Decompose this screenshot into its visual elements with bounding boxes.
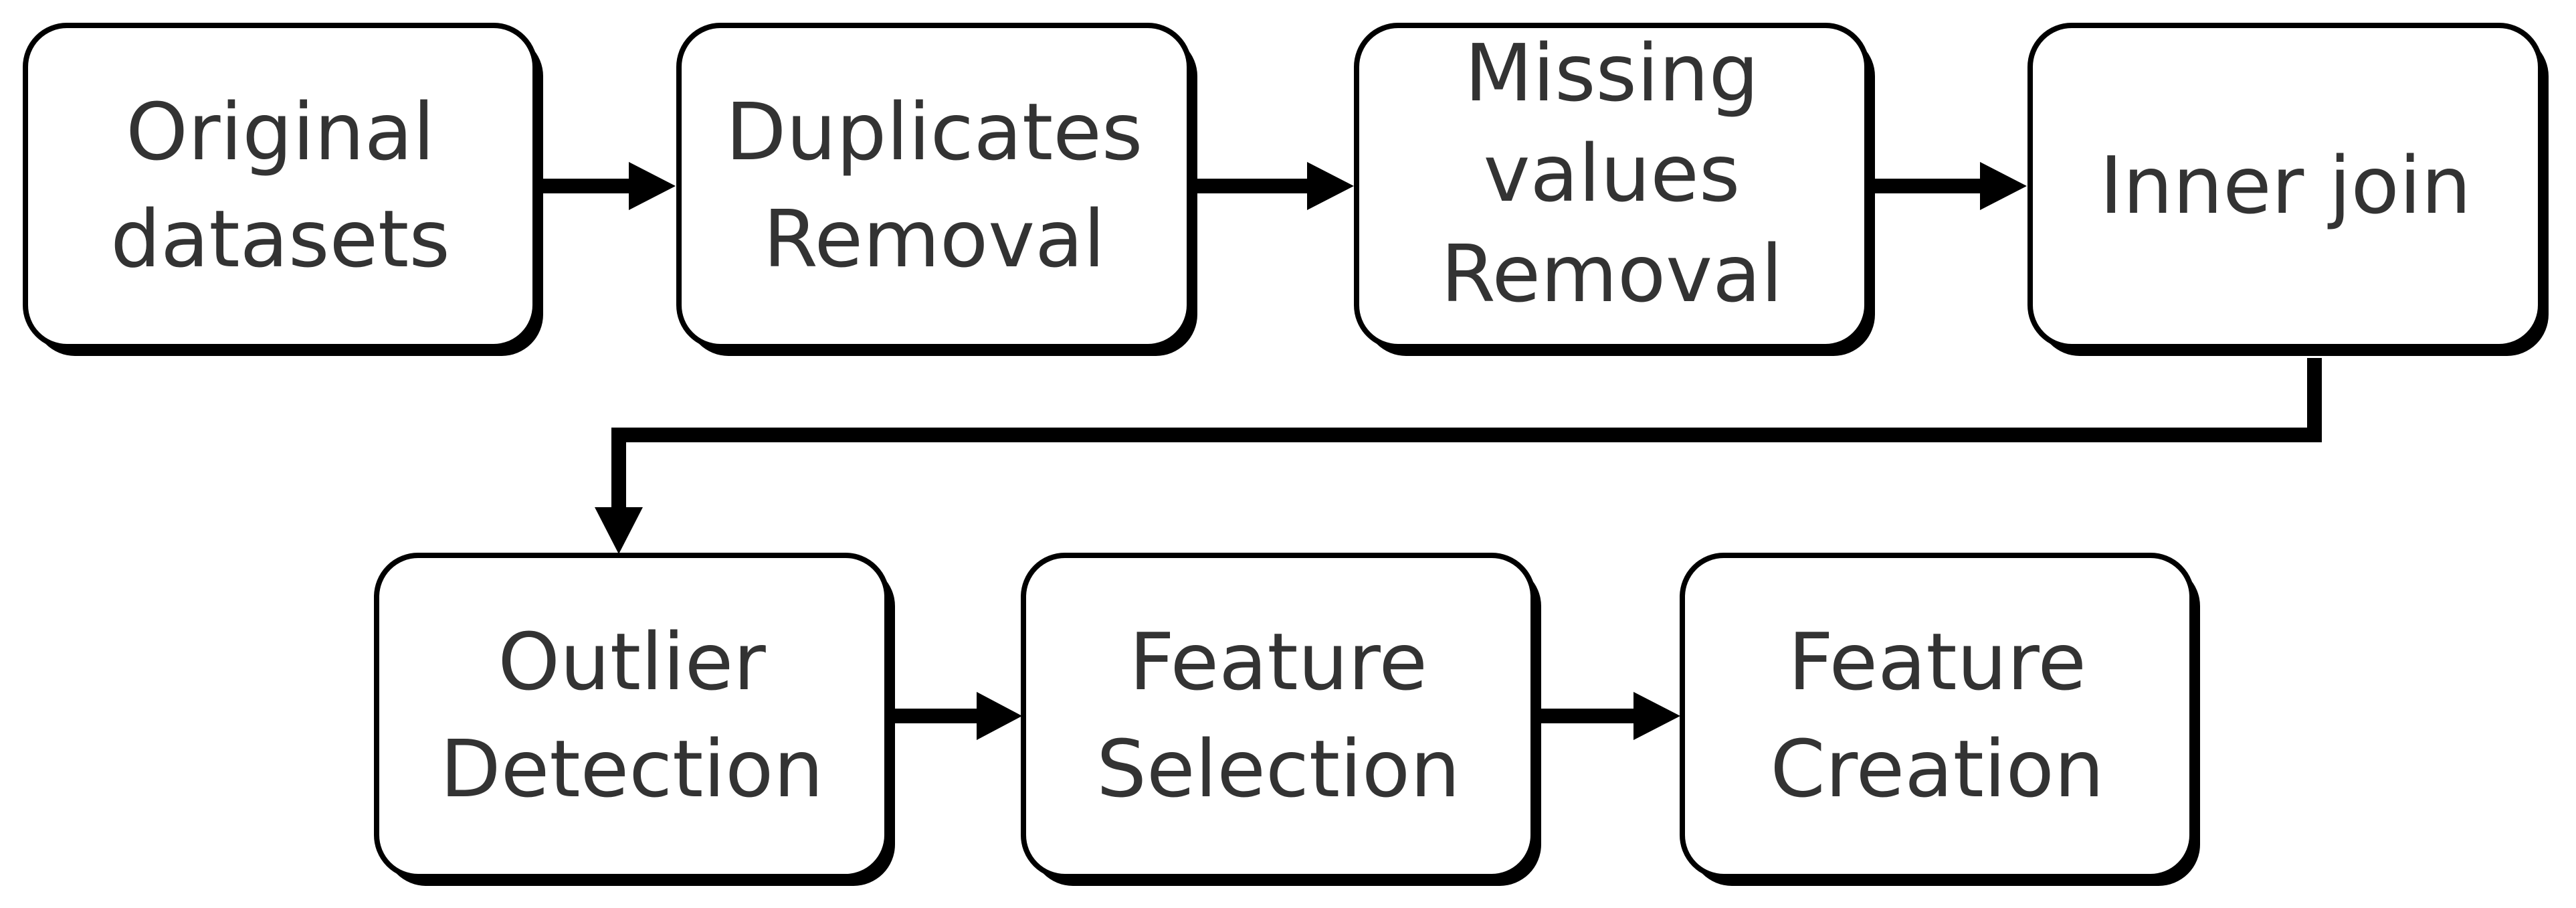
node-label-line: Inner join	[2100, 139, 2472, 232]
node-box	[676, 23, 1192, 349]
node-label-line: Original	[126, 86, 435, 178]
node-box	[1021, 553, 1536, 879]
node-label-line: Duplicates	[726, 86, 1143, 178]
node-label-line: Removal	[1441, 228, 1783, 320]
node-label-line: Feature	[1788, 616, 2086, 708]
node-box	[1354, 23, 1870, 349]
node-label-line: values	[1484, 127, 1741, 219]
node-label-line: Feature	[1129, 616, 1427, 708]
connectors-layer	[535, 162, 2322, 740]
node-box	[2027, 23, 2543, 349]
node-original-datasets: Original datasets	[23, 23, 543, 356]
arrowhead-icon	[1980, 162, 2027, 210]
arrowhead-icon	[595, 507, 643, 554]
arrowhead-icon	[1307, 162, 1354, 210]
node-label-line: Removal	[763, 193, 1105, 285]
node-label-line: Creation	[1770, 723, 2104, 815]
node-label-line: Detection	[440, 723, 823, 815]
arrow-outlier-detection-to-feature-selection	[887, 692, 1022, 740]
node-label-line: Selection	[1096, 723, 1460, 815]
arrow-missing-values-removal-to-inner-join	[1867, 162, 2027, 210]
node-box	[23, 23, 538, 349]
arrow-inner-join-to-outlier-detection	[595, 358, 2322, 554]
node-box	[1680, 553, 2195, 879]
node-label-line: datasets	[110, 193, 450, 285]
arrow-duplicates-removal-to-missing-values-removal	[1189, 162, 1354, 210]
arrowhead-icon	[1633, 692, 1680, 740]
node-box	[374, 553, 890, 879]
arrowhead-icon	[629, 162, 676, 210]
arrowhead-icon	[977, 692, 1022, 740]
connector-line	[611, 358, 2322, 514]
node-label-line: Missing	[1464, 27, 1759, 119]
arrow-feature-selection-to-feature-creation	[1533, 692, 1680, 740]
nodes-layer: OriginaldatasetsDuplicatesRemovalMissing…	[23, 23, 2549, 886]
arrow-original-datasets-to-duplicates-removal	[535, 162, 676, 210]
node-label-line: Outlier	[498, 616, 766, 708]
node-inner-join: Inner join	[2027, 23, 2549, 356]
